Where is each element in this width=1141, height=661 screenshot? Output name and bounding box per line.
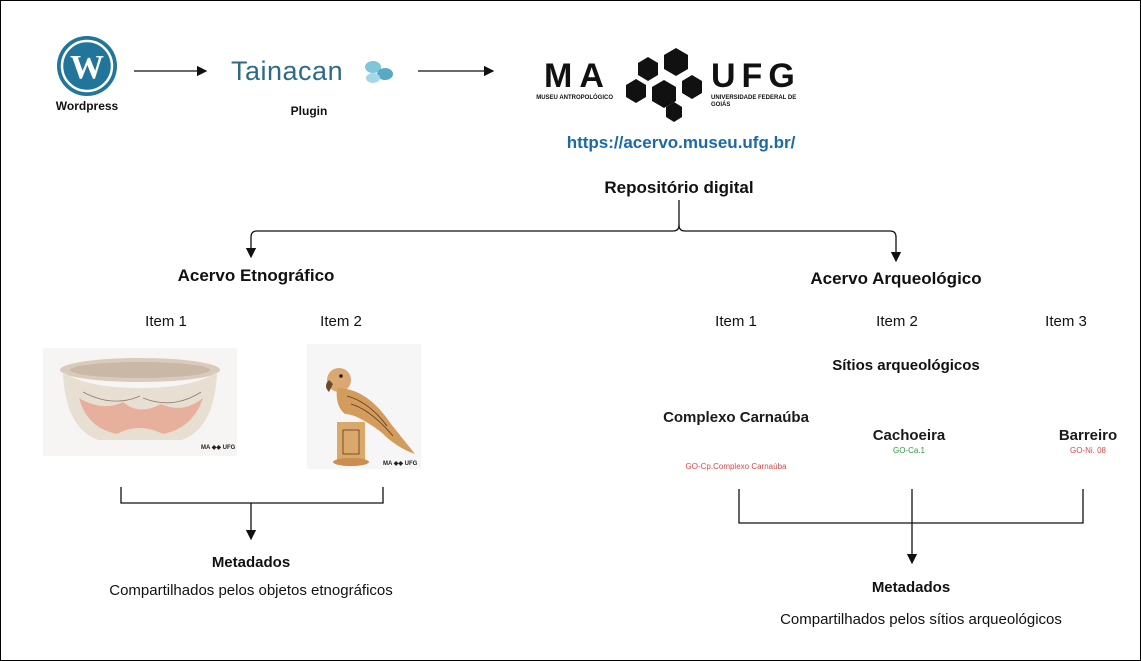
archaeological-title: Acervo Arqueológico [810, 269, 982, 288]
svg-text:MA ◆◆ UFG: MA ◆◆ UFG [383, 460, 418, 467]
tainacan-logo: Tainacan [231, 56, 401, 88]
archaeological-sites-title: Sítios arqueológicos [832, 357, 980, 374]
site-barreiro-name: Barreiro [1058, 427, 1118, 444]
ethnographic-metadata-title: Metadados [211, 554, 291, 571]
ethnographic-bracket [120, 487, 384, 504]
archaeological-metadata-title: Metadados [871, 579, 951, 596]
wordpress-logo: W [51, 34, 123, 100]
site-complexo-carnauba-code: GO-Cp.Complexo Carnaúba [685, 462, 787, 471]
ethnographic-metadata-description: Compartilhados pelos objetos etnográfico… [109, 582, 393, 599]
ethnographic-title: Acervo Etnográfico [177, 266, 335, 285]
parrot-figure-illustration: MA ◆◆ UFG [326, 368, 418, 467]
archaeological-metadata-description: Compartilhados pelos sítios arqueológico… [780, 611, 1062, 628]
repository-url-link[interactable]: https://acervo.museu.ufg.br/ [566, 133, 796, 152]
site-barreiro-code: GO-Ni. 08 [1069, 446, 1106, 455]
museum-logo-right-subtext: UNIVERSIDADE FEDERAL DE GOIÁS [711, 95, 797, 108]
ceramic-bowl-image: MA ◆◆ UFG [43, 348, 237, 456]
wordpress-icon: W [57, 36, 117, 96]
plugin-label: Plugin [290, 104, 328, 118]
tainacan-leaf-icon [365, 61, 393, 83]
archaeological-item-1-label: Item 1 [715, 313, 757, 330]
museum-logo-left-subtext: MUSEU ANTROPOLÓGICO [536, 95, 613, 101]
site-complexo-carnauba-name: Complexo Carnaúba [663, 409, 809, 426]
archaeological-item-2-label: Item 2 [876, 313, 918, 330]
archaeological-bracket [738, 489, 1084, 524]
svg-text:MA ◆◆ UFG: MA ◆◆ UFG [201, 444, 236, 451]
repository-label: Repositório digital [604, 178, 754, 197]
ethnographic-item-1-label: Item 1 [145, 313, 187, 330]
ceramic-bowl-illustration: MA ◆◆ UFG [60, 358, 236, 451]
archaeological-item-3-label: Item 3 [1045, 313, 1087, 330]
museum-logo-left-text: MA [544, 57, 611, 95]
repository-brace [245, 200, 680, 259]
svg-text:W: W [70, 49, 104, 86]
museum-hexagon-icon [626, 48, 702, 122]
museum-ufg-logo: MA MUSEU ANTROPOLÓGICO UFG UNIVERSIDADE … [528, 45, 818, 123]
parrot-figure-image: MA ◆◆ UFG [307, 344, 421, 469]
tainacan-logo-text: Tainacan [231, 56, 344, 86]
wordpress-label: Wordpress [55, 99, 119, 113]
site-cachoeira-name: Cachoeira [872, 427, 946, 444]
site-cachoeira-code: GO-Ca.1 [892, 446, 925, 455]
museum-logo-right-text: UFG [711, 57, 801, 95]
ethnographic-item-2-label: Item 2 [320, 313, 362, 330]
